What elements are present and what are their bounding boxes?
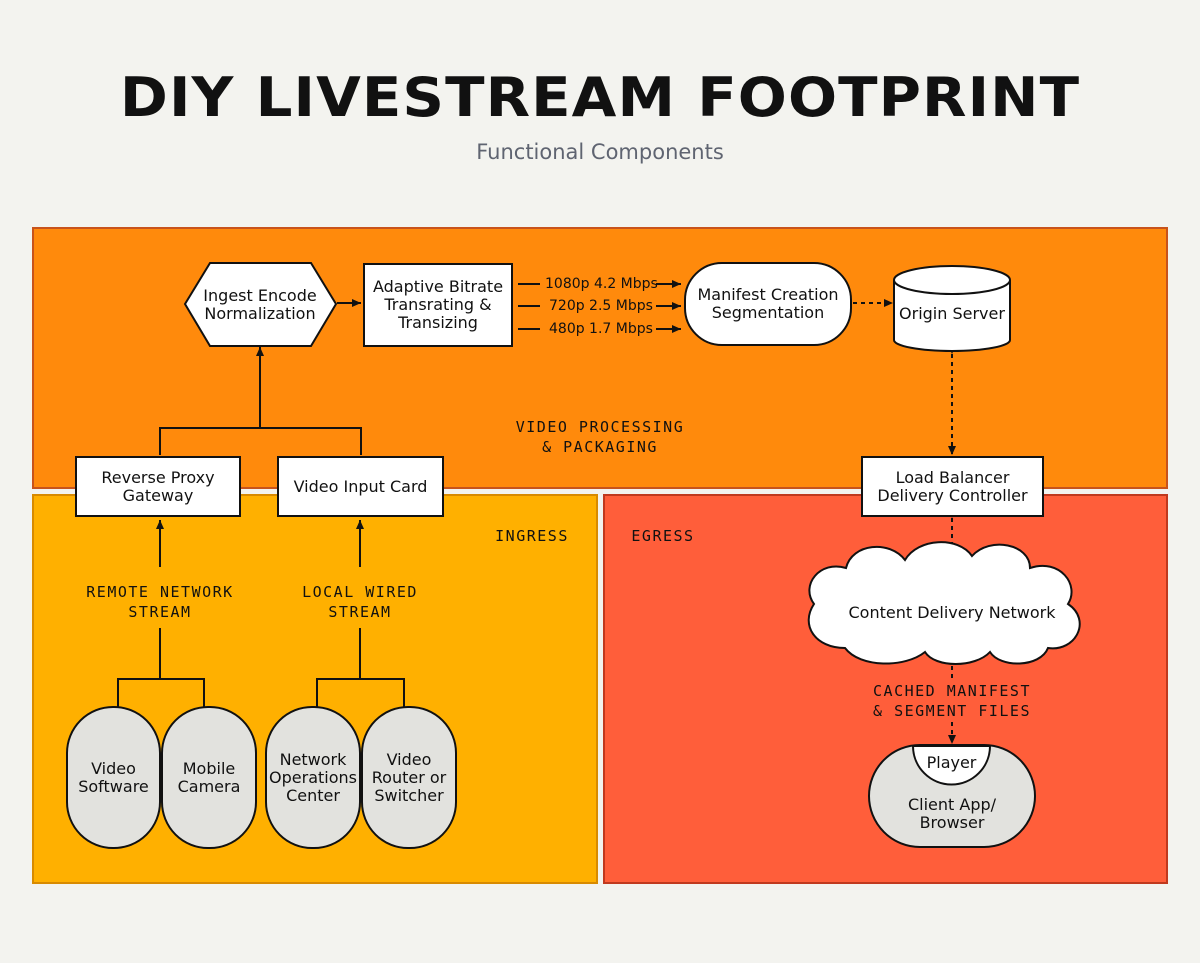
client-app-shape — [868, 744, 1036, 848]
remote-network-stream-label: REMOTE NETWORK STREAM — [86, 583, 234, 621]
ingest-encode-node: Ingest Encode Normalization — [203, 286, 317, 323]
video-router-switcher-device: Video Router or Switcher — [361, 706, 457, 849]
video-input-card-node: Video Input Card — [277, 456, 444, 517]
player-label: Player — [926, 753, 977, 772]
reverse-proxy-gateway-node: Reverse Proxy Gateway — [75, 456, 241, 517]
rendition-label: 480p 1.7 Mbps — [549, 321, 653, 337]
ingest-hexagon — [183, 262, 338, 347]
network-operations-center-device: Network Operations Center — [265, 706, 361, 849]
rendition-label: 1080p 4.2 Mbps — [545, 276, 658, 292]
diagram-subtitle: Functional Components — [476, 140, 724, 164]
load-balancer-node: Load Balancer Delivery Controller — [861, 456, 1044, 517]
cdn-cloud — [807, 541, 1081, 665]
junction-line-local — [316, 678, 405, 707]
client-app-label: Client App/ Browser — [907, 795, 997, 832]
cdn-label: Content Delivery Network — [848, 603, 1056, 622]
origin-server-label: Origin Server — [899, 304, 1005, 323]
region-label-processing: VIDEO PROCESSING & PACKAGING — [515, 418, 685, 456]
origin-server-cylinder — [893, 265, 1011, 352]
region-label-egress: EGRESS — [631, 527, 695, 545]
mobile-camera-device: Mobile Camera — [161, 706, 257, 849]
rendition-label: 720p 2.5 Mbps — [549, 298, 653, 314]
region-label-ingress: INGRESS — [495, 527, 569, 545]
video-software-device: Video Software — [66, 706, 161, 849]
local-wired-stream-label: LOCAL WIRED STREAM — [302, 583, 418, 621]
adaptive-bitrate-node: Adaptive Bitrate Transrating & Transizin… — [363, 263, 513, 347]
manifest-creation-node: Manifest Creation Segmentation — [684, 262, 852, 346]
junction-line-remote — [117, 678, 205, 707]
diagram-title: DIY LIVESTREAM FOOTPRINT — [119, 66, 1081, 129]
cached-manifest-label: CACHED MANIFEST & SEGMENT FILES — [873, 682, 1031, 720]
junction-line-gateways — [159, 427, 362, 455]
